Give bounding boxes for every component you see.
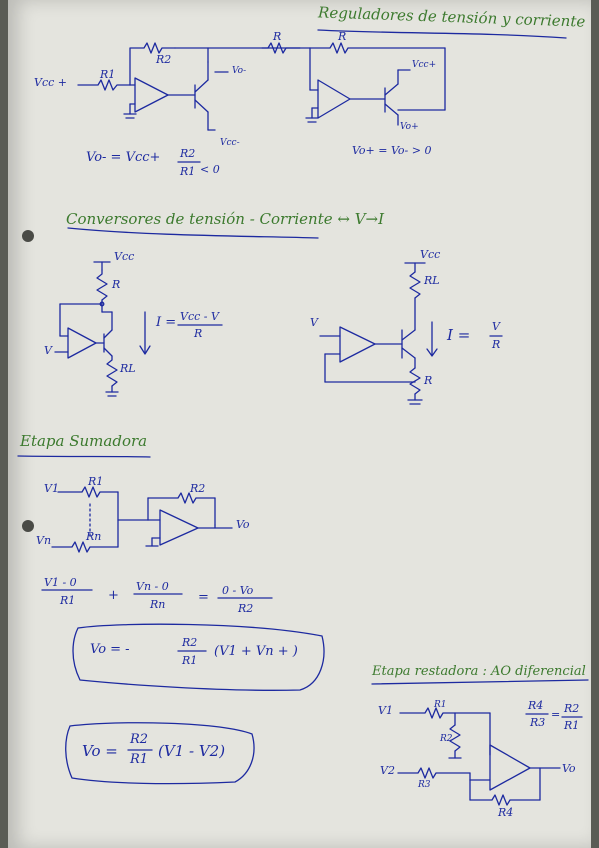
vo-plus-node-label: Vo+	[400, 122, 419, 132]
eq1-term2-den: Rn	[150, 598, 166, 611]
vcc-plus-label: Vcc +	[34, 76, 67, 89]
eq-inequality: < 0	[200, 163, 220, 176]
eq-denominator: R1	[180, 165, 196, 178]
eq2-rhs: (V1 + Vn + )	[214, 644, 298, 659]
result-box-2	[65, 722, 255, 785]
r1-diff-label: R1	[434, 700, 447, 710]
section-title-summing: Etapa Sumadora	[20, 432, 148, 450]
eq3-lhs: Vo =	[82, 742, 118, 760]
eq1-equals: =	[198, 590, 209, 605]
cond-equals: =	[551, 708, 561, 721]
binder-hole	[22, 230, 34, 242]
eq2-num: R2	[182, 636, 198, 649]
i-right-numerator: V	[492, 320, 500, 333]
vn-sum-label: Vn	[36, 534, 52, 547]
eq2-lhs: Vo = -	[90, 642, 130, 657]
i-left-lhs: I =	[156, 315, 177, 330]
v1-diff-label: V1	[378, 704, 393, 717]
vo-minus-node-label: Vo-	[232, 66, 247, 76]
rl-left-label: RL	[120, 362, 136, 375]
vcc-left-label: Vcc	[114, 250, 135, 263]
result-box-1	[72, 623, 325, 691]
vcc-minus-label: Vcc-	[220, 138, 240, 148]
i-right-lhs: I =	[447, 326, 471, 344]
v-right-label: V	[310, 316, 318, 329]
eq1-plus: +	[108, 588, 119, 603]
r-top2-label: R	[338, 30, 347, 43]
cond-num1: R4	[528, 699, 544, 712]
eq1-term3-den: R2	[238, 602, 254, 615]
r1-sum-label: R1	[88, 475, 104, 488]
r-top1-label: R	[273, 30, 282, 43]
eq2-den: R1	[182, 654, 198, 667]
eq3-den: R1	[130, 752, 149, 767]
i-left-denominator: R	[194, 327, 203, 340]
cond-den1: R3	[530, 716, 546, 729]
r3-diff-label: R3	[418, 780, 431, 790]
negative-regulator-circuit	[77, 42, 301, 131]
eq1-term3-num: 0 - Vo	[222, 584, 254, 597]
eq1-term1-den: R1	[60, 594, 76, 607]
cond-num2: R2	[564, 702, 580, 715]
eq3-rhs: (V1 - V2)	[158, 742, 226, 760]
i-right-denominator: R	[492, 338, 501, 351]
r2-label: R2	[156, 53, 172, 66]
vo-diff-label: Vo	[562, 762, 576, 775]
vcc-right-label: Vcc	[420, 248, 441, 261]
rl-right-label: RL	[424, 274, 440, 287]
eq-numerator: R2	[180, 147, 196, 160]
positive-regulator-circuit	[261, 42, 446, 126]
binder-hole	[22, 520, 34, 532]
r2-diff-label: R2	[440, 734, 453, 744]
cond-den2: R1	[564, 719, 580, 732]
r4-diff-label: R4	[498, 806, 514, 819]
v2-diff-label: V2	[380, 764, 395, 777]
r-left-label: R	[112, 278, 121, 291]
voltage-current-converter-right	[319, 262, 438, 405]
voltage-current-converter-left	[54, 261, 151, 397]
vcc-plus-node-label: Vcc+	[412, 60, 437, 70]
summing-amplifier-circuit	[51, 486, 233, 553]
eq1-term1-num: V1 - 0	[44, 576, 77, 589]
vo-sum-label: Vo	[236, 518, 250, 531]
differential-amplifier-circuit	[397, 707, 561, 806]
r1-label: R1	[100, 68, 116, 81]
r2-sum-label: R2	[190, 482, 206, 495]
rn-sum-label: Rn	[86, 530, 102, 543]
r-right-label: R	[424, 374, 433, 387]
vo-minus-equation: Vo- = Vcc+	[86, 150, 161, 165]
vo-plus-equation: Vo+ = Vo- > 0	[352, 144, 432, 157]
eq1-term2-num: Vn - 0	[136, 580, 169, 593]
v-left-label: V	[44, 344, 52, 357]
notebook-page	[8, 0, 591, 848]
v1-sum-label: V1	[44, 482, 59, 495]
i-left-numerator: Vcc - V	[180, 310, 219, 323]
eq3-num: R2	[130, 732, 149, 747]
section-title-converters: Conversores de tensión - Corriente ↔ V→I	[66, 210, 385, 228]
section-title-differential: Etapa restadora : AO diferencial	[372, 664, 586, 679]
